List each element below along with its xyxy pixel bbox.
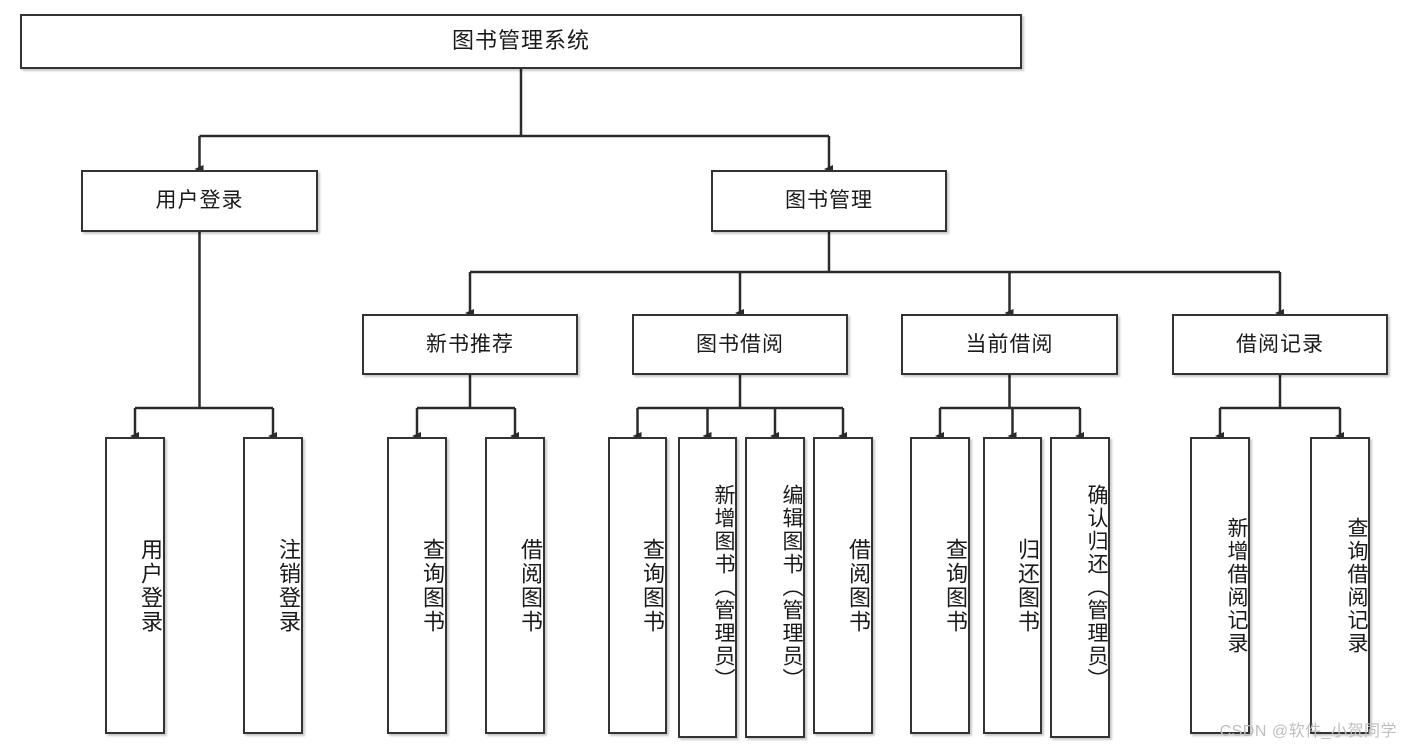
node-label: 图书管理 (785, 189, 873, 213)
node-label: 确认归还（管理员） (1085, 484, 1108, 691)
node-label: 归还图书 (1015, 537, 1040, 634)
watermark: CSDN @软件_小贺同学 (1219, 723, 1397, 740)
node-label: 当前借阅 (965, 332, 1054, 356)
node-label: 借阅图书 (846, 537, 871, 634)
node-leaf-br-query[interactable]: 查询借阅记录 (1310, 437, 1370, 734)
node-label: 图书借阅 (696, 332, 784, 356)
node-leaf-cb-confirm[interactable]: 确认归还（管理员） (1050, 437, 1110, 738)
node-label: 借阅记录 (1236, 332, 1324, 356)
node-label: 注销登录 (276, 537, 301, 634)
node-label: 用户登录 (155, 189, 244, 213)
node-leaf-bb-query[interactable]: 查询图书 (608, 437, 667, 734)
node-label: 借阅图书 (518, 537, 543, 634)
node-leaf-rec-query[interactable]: 查询图书 (387, 437, 447, 734)
node-leaf-rec-borrow[interactable]: 借阅图书 (485, 437, 545, 734)
node-label: 编辑图书（管理员） (780, 484, 803, 691)
node-label: 查询图书 (420, 537, 445, 634)
node-label: 查询借阅记录 (1345, 516, 1368, 655)
node-leaf-bb-edit[interactable]: 编辑图书（管理员） (745, 437, 805, 738)
node-label: 图书管理系统 (451, 28, 590, 54)
node-leaf-bb-add[interactable]: 新增图书（管理员） (678, 437, 737, 738)
node-leaf-user-logout[interactable]: 注销登录 (243, 437, 303, 734)
node-new-book-rec[interactable]: 新书推荐 (362, 314, 578, 375)
node-label: 新增借阅记录 (1225, 516, 1248, 655)
node-label: 查询图书 (943, 537, 968, 634)
node-user-login[interactable]: 用户登录 (81, 170, 318, 232)
node-label: 用户登录 (138, 537, 163, 634)
node-label: 新增图书（管理员） (712, 484, 735, 691)
node-leaf-cb-query[interactable]: 查询图书 (910, 437, 970, 734)
node-borrow-record[interactable]: 借阅记录 (1172, 314, 1388, 375)
node-root[interactable]: 图书管理系统 (20, 14, 1022, 69)
node-leaf-br-add[interactable]: 新增借阅记录 (1190, 437, 1250, 734)
node-leaf-user-login[interactable]: 用户登录 (105, 437, 165, 734)
node-current-borrow[interactable]: 当前借阅 (901, 314, 1118, 375)
node-label: 查询图书 (640, 537, 665, 634)
node-leaf-cb-return[interactable]: 归还图书 (983, 437, 1042, 734)
node-leaf-bb-borrow[interactable]: 借阅图书 (813, 437, 873, 734)
node-label: 新书推荐 (426, 332, 514, 356)
node-book-manage[interactable]: 图书管理 (711, 170, 947, 232)
node-book-borrow[interactable]: 图书借阅 (632, 314, 848, 375)
edge-group (130, 69, 1344, 440)
